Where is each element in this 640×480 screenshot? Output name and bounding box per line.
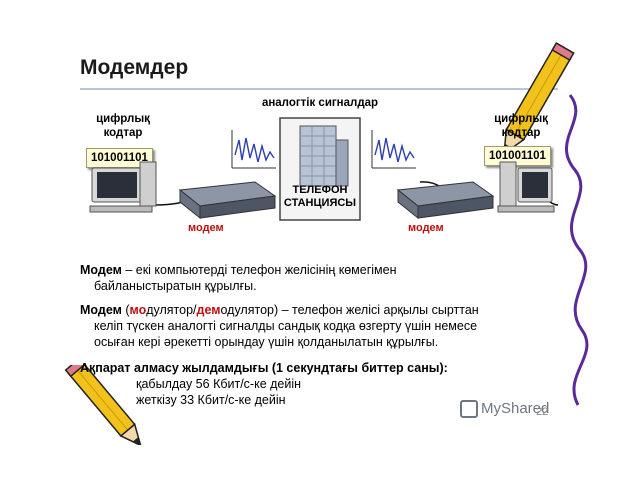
station-label-line1: ТЕЛЕФОН: [292, 184, 348, 196]
left-code-label-line2: кодтар: [103, 127, 143, 139]
right-code-label: цифрлық кодтар: [486, 112, 556, 140]
p2-odulyator: одулятор): [220, 303, 279, 317]
right-modem-icon: [396, 181, 495, 220]
paragraph-speed: Ақпарат алмасу жылдамдығы (1 секундтағы …: [80, 360, 560, 408]
analog-signal-icon-left: [231, 130, 276, 169]
squiggle-decoration: [565, 94, 589, 406]
phone-station-icon: [279, 117, 361, 221]
left-modem-icon: [178, 181, 277, 220]
station-label-line2: СТАНЦИЯСЫ: [283, 197, 357, 209]
slide-number: 22: [536, 406, 549, 418]
p2-text-3: осыған кері әрекетті орындау үшін қолдан…: [94, 335, 439, 349]
p1-text-2: байланыстыратын құрылғы.: [94, 279, 257, 293]
title-divider: [80, 88, 558, 90]
p1-text-1: – екі компьютерді телефон желісінің көме…: [121, 263, 397, 277]
right-modem-label: модем: [408, 222, 444, 234]
phone-station-label: ТЕЛЕФОН СТАНЦИЯСЫ: [280, 184, 360, 210]
term-modem: Модем: [80, 263, 122, 277]
speed-heading: Ақпарат алмасу жылдамдығы (1 секундтағы …: [80, 361, 448, 375]
left-modem-label: модем: [188, 222, 224, 234]
pencil-icon: [503, 42, 575, 156]
right-code-label-line2: кодтар: [501, 127, 541, 139]
p2-text-1: – телефон желісі арқылы сырттан: [278, 303, 479, 317]
p2-mo: мо: [129, 303, 147, 317]
pencil-icon: [64, 365, 142, 445]
speed-send: жеткізу 33 Кбит/с-ке дейін: [136, 393, 286, 407]
paragraph-etymology: Модем (модулятор/демодулятор) – телефон …: [80, 302, 570, 350]
p2-dem: дем: [196, 303, 221, 317]
left-code-label: цифрлық кодтар: [88, 112, 158, 140]
right-code-box: 101001101: [484, 146, 551, 166]
watermark-icon: [460, 400, 478, 419]
page-title: Модемдер: [80, 56, 189, 79]
left-code-label-line1: цифрлық: [96, 113, 150, 125]
paragraph-definition: Модем – екі компьютерді телефон желісіні…: [80, 262, 560, 294]
p2-open: (: [121, 303, 130, 317]
right-code-label-line1: цифрлық: [494, 113, 548, 125]
p2-text-2: келіп түскен аналогті сигналды сандық ко…: [94, 319, 478, 333]
term-modem-2: Модем: [80, 303, 122, 317]
watermark-text: MyShared: [481, 400, 550, 417]
analog-signal-icon-right: [371, 130, 416, 169]
signal-label: аналогтік сигналдар: [261, 97, 379, 109]
speed-receive: қабылдау 56 Кбит/с-ке дейін: [136, 377, 302, 391]
p2-dulyator: дулятор/: [146, 303, 197, 317]
right-computer-icon: [497, 161, 555, 213]
watermark-logo: MyShared: [460, 400, 550, 419]
modem-diagram: [89, 117, 559, 221]
left-computer-icon: [89, 161, 157, 213]
